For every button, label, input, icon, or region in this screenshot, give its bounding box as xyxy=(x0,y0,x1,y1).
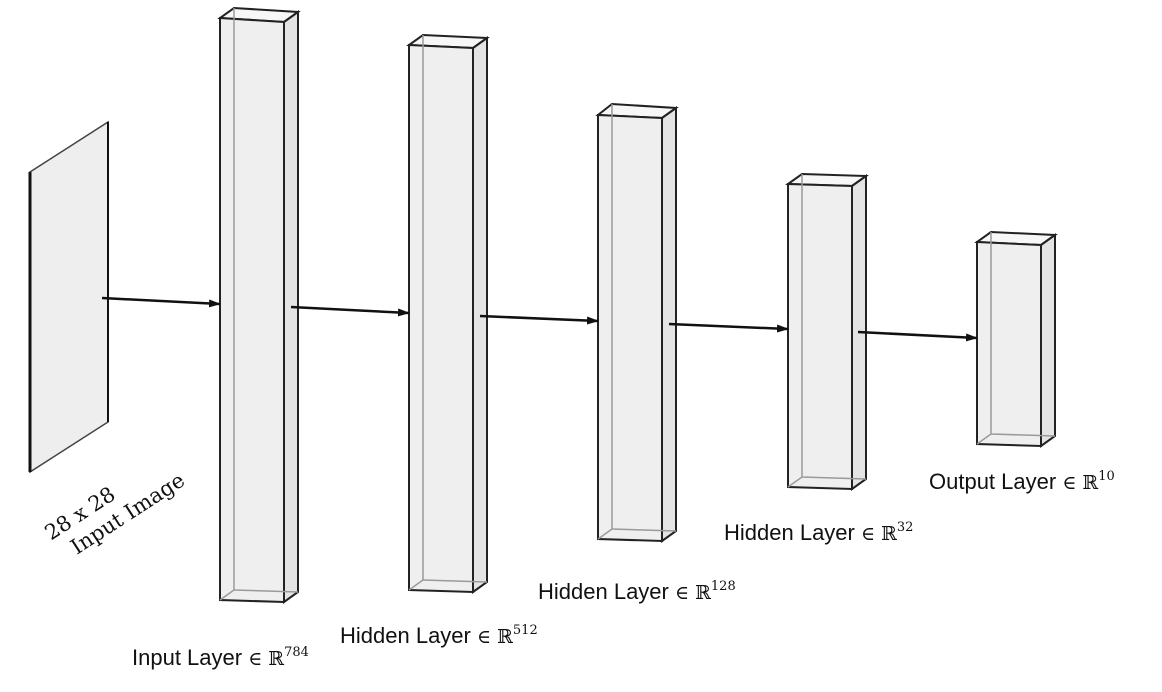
layer-name: Hidden Layer xyxy=(340,623,471,648)
layer-name: Hidden Layer xyxy=(538,579,669,604)
input-image-plane xyxy=(28,120,109,474)
output-layer-box xyxy=(974,230,1058,448)
arrow-input-to-hidden512 xyxy=(290,305,410,317)
layer-dim: 512 xyxy=(512,623,538,638)
arrow-hidden32-to-output xyxy=(857,330,978,342)
layer-dim: 128 xyxy=(710,579,736,594)
layer-symbol: ∈ ℝ xyxy=(1062,472,1099,494)
layer-dim: 32 xyxy=(896,520,914,535)
hidden-layer-512-box xyxy=(406,33,490,594)
arrow-hidden128-to-hidden32 xyxy=(668,322,789,333)
layer-symbol: ∈ ℝ xyxy=(861,523,897,545)
arrow-image-to-input xyxy=(101,296,221,308)
output-layer-label: Output Layer ∈ ℝ10 xyxy=(929,469,1115,495)
layer-name: Input Layer xyxy=(132,645,243,670)
arrow-hidden512-to-hidden128 xyxy=(479,314,599,325)
layer-dim: 10 xyxy=(1098,469,1115,484)
layer-symbol: ∈ ℝ xyxy=(675,582,711,604)
input-layer-box xyxy=(217,6,301,604)
input-layer-label: Input Layer ∈ ℝ784 xyxy=(132,645,309,671)
layer-symbol: ∈ ℝ xyxy=(477,626,513,648)
hidden-layer-128-label: Hidden Layer ∈ ℝ128 xyxy=(538,579,736,605)
layer-symbol: ∈ ℝ xyxy=(248,648,285,670)
hidden-layer-512-label: Hidden Layer ∈ ℝ512 xyxy=(340,623,538,649)
hidden-layer-128-box xyxy=(595,102,679,543)
hidden-layer-32-box xyxy=(785,172,869,491)
hidden-layer-32-label: Hidden Layer ∈ ℝ32 xyxy=(724,520,913,546)
layer-dim: 784 xyxy=(284,645,309,660)
layer-name: Hidden Layer xyxy=(724,520,855,545)
layer-name: Output Layer xyxy=(929,469,1057,494)
